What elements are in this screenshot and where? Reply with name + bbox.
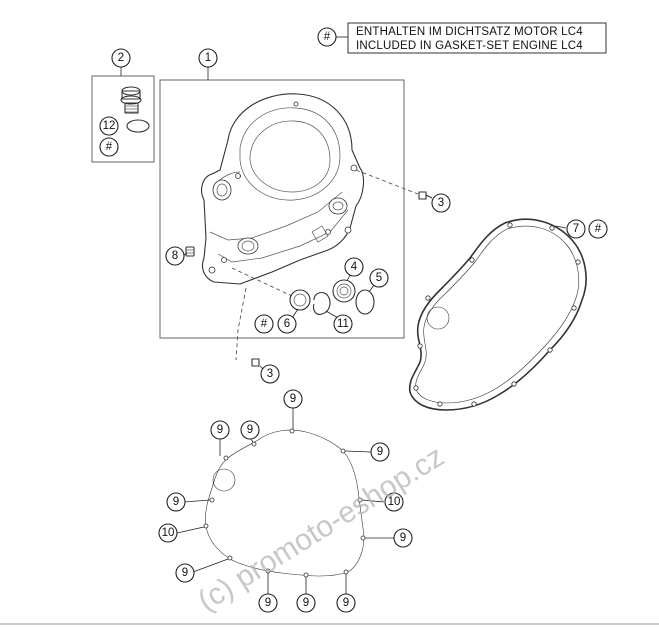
callout-5: 5	[369, 268, 389, 288]
callout-9-bottom-2: 9	[296, 593, 316, 613]
clutch-cover-group	[159, 67, 405, 361]
o-ring-icon	[126, 119, 150, 133]
svg-text:8: 8	[172, 250, 178, 262]
callout-8: 8	[165, 246, 185, 266]
legend-symbol-callout: #	[317, 27, 337, 47]
callout-9-upper-left: 9	[210, 420, 230, 440]
svg-text:9: 9	[343, 597, 349, 609]
callout-9-bottom-1: 9	[258, 593, 278, 613]
svg-text:7: 7	[573, 223, 579, 235]
callout-9-lower-right: 9	[393, 528, 413, 548]
callout-10-right: 10	[384, 492, 404, 512]
callout-10-left: 10	[158, 523, 178, 543]
svg-text:#: #	[106, 141, 113, 153]
svg-text:10: 10	[162, 527, 175, 539]
legend-line-german: ENTHALTEN IM DICHTSATZ MOTOR LC4	[356, 26, 583, 38]
callout-2: 2	[111, 48, 131, 68]
callout-9-right: 9	[370, 442, 390, 462]
svg-text:9: 9	[265, 597, 271, 609]
svg-text:4: 4	[351, 261, 358, 273]
screw-top-icon	[418, 191, 433, 200]
lower-gasket-icon	[203, 428, 366, 578]
callout-hash-plug: #	[99, 137, 119, 157]
svg-text:2: 2	[118, 52, 124, 64]
svg-text:11: 11	[337, 318, 349, 330]
callout-6: 6	[277, 314, 297, 334]
svg-text:9: 9	[303, 597, 309, 609]
legend: # ENTHALTEN IM DICHTSATZ MOTOR LC4 INCLU…	[317, 22, 607, 54]
callout-3-top: 3	[431, 193, 451, 213]
watermark: (c) promoto-eshop.cz	[192, 440, 450, 618]
ball-bearing-icon	[332, 279, 356, 303]
screw-bottom-icon	[251, 358, 260, 367]
filler-plug-group	[91, 67, 155, 163]
callout-9-top: 9	[283, 389, 303, 409]
lower-leaders	[176, 407, 394, 594]
svg-text:3: 3	[438, 197, 444, 209]
svg-text:9: 9	[217, 424, 223, 436]
cover-gasket-icon	[408, 218, 587, 411]
svg-text:5: 5	[376, 272, 382, 284]
svg-text:9: 9	[400, 532, 406, 544]
callout-9-lower-left: 9	[175, 563, 195, 583]
svg-text:12: 12	[103, 120, 116, 132]
svg-text:9: 9	[182, 567, 188, 579]
svg-text:6: 6	[284, 318, 290, 330]
svg-text:9: 9	[247, 424, 253, 436]
svg-text:1: 1	[205, 52, 211, 64]
washer-icon	[355, 289, 375, 315]
svg-text:10: 10	[388, 496, 401, 508]
callout-7: 7	[566, 219, 586, 239]
svg-text:9: 9	[290, 393, 296, 405]
callout-4: 4	[344, 257, 364, 277]
svg-text:9: 9	[173, 496, 179, 508]
callout-9-upper-middle: 9	[240, 420, 260, 440]
callout-hash-seal: #	[254, 314, 274, 334]
svg-text:3: 3	[267, 368, 273, 380]
callout-9-left: 9	[166, 492, 186, 512]
svg-text:#: #	[261, 318, 268, 330]
circlip-icon	[312, 291, 331, 315]
svg-text:#: #	[595, 223, 602, 235]
callout-3-bottom: 3	[260, 364, 280, 384]
callout-1: 1	[198, 48, 218, 68]
svg-text:9: 9	[377, 446, 383, 458]
callout-9-bottom-3: 9	[336, 593, 356, 613]
callout-hash-gasket: #	[588, 219, 608, 239]
oil-filler-plug-icon	[120, 86, 142, 114]
clutch-cover-icon	[201, 93, 365, 285]
legend-symbol: #	[324, 31, 331, 43]
callout-11: 11	[333, 314, 353, 334]
legend-line-english: INCLUDED IN GASKET-SET ENGINE LC4	[356, 40, 583, 52]
drain-plug-icon	[185, 246, 195, 257]
shaft-seal-icon	[289, 289, 311, 311]
callout-12: 12	[99, 116, 119, 136]
